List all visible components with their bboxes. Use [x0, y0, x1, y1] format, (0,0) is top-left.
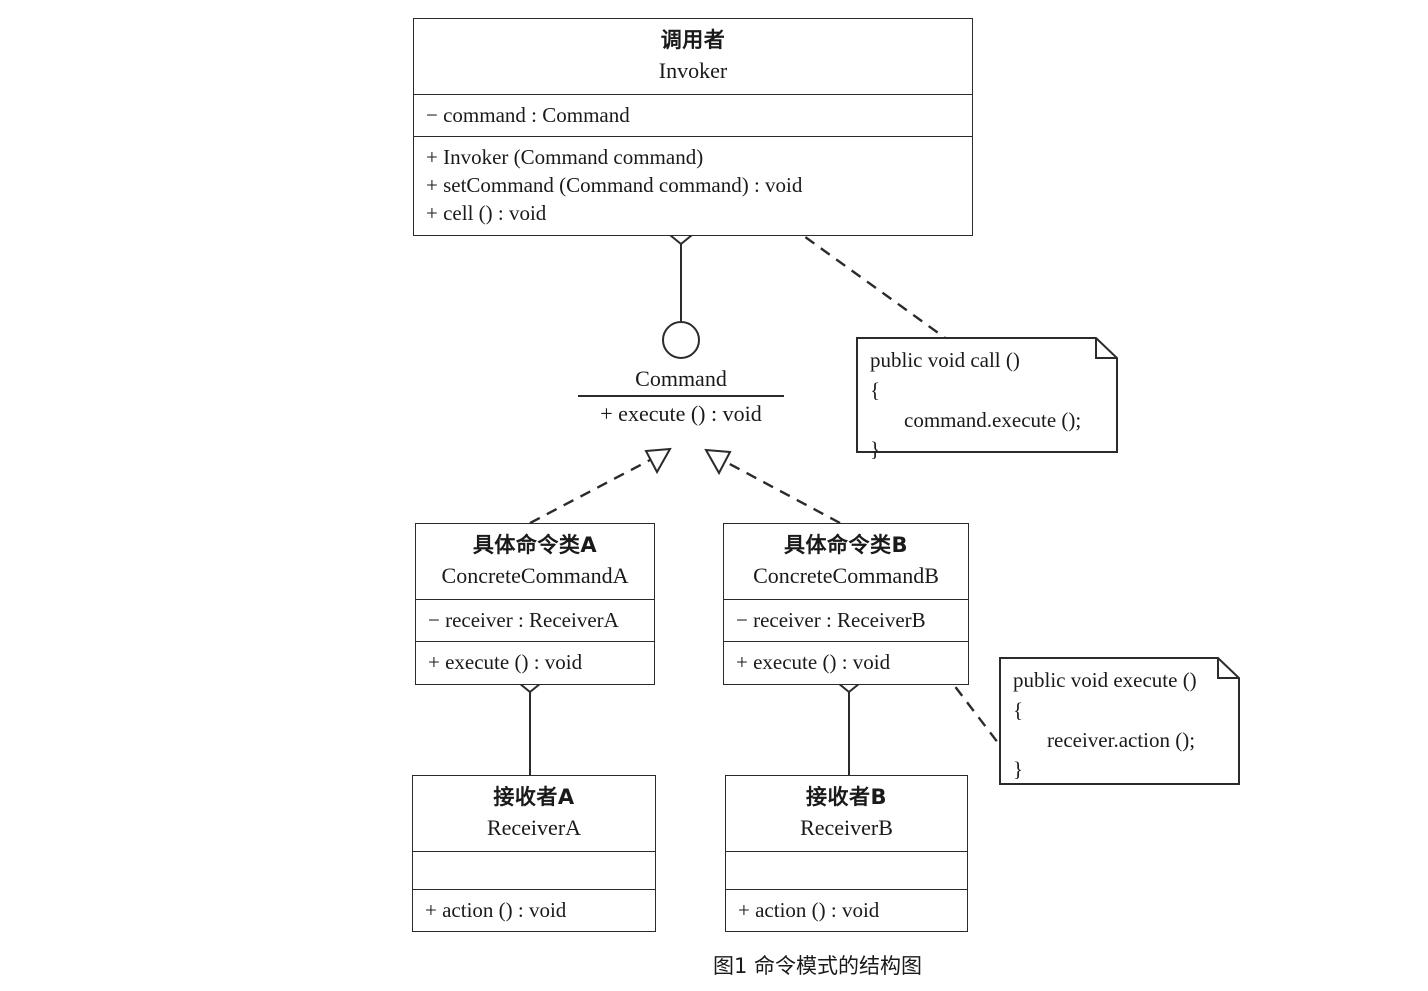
- class-concrete-command-b-name: 具体命令类B ConcreteCommandB: [724, 524, 968, 599]
- class-concrete-command-b-name-en: ConcreteCommandB: [753, 562, 939, 588]
- class-receiver-b[interactable]: 接收者B ReceiverB + action () : void: [725, 775, 968, 933]
- class-receiver-b-attributes: [726, 850, 967, 889]
- class-invoker-attributes: − command : Command: [414, 93, 972, 137]
- class-invoker-attribute: − command : Command: [426, 102, 630, 127]
- class-receiver-a[interactable]: 接收者A ReceiverA + action () : void: [412, 775, 656, 933]
- class-invoker-name-zh: 调用者: [660, 28, 726, 52]
- note-invoker-call-body: public void call () { command.execute ()…: [870, 346, 1104, 465]
- class-receiver-b-operations: + action () : void: [726, 888, 967, 932]
- relation-concrete-command-a-realizes-command: [529, 447, 672, 525]
- relation-concrete-command-a-aggregates-receiver-a: [517, 672, 543, 775]
- class-receiver-b-name: 接收者B ReceiverB: [726, 776, 967, 851]
- note-invoker-call[interactable]: public void call () { command.execute ()…: [856, 337, 1118, 461]
- class-concrete-command-a-name: 具体命令类A ConcreteCommandA: [416, 524, 654, 599]
- note-line: command.execute ();: [904, 407, 1082, 432]
- class-concrete-command-a[interactable]: 具体命令类A ConcreteCommandA − receiver : Rec…: [415, 523, 655, 686]
- class-invoker-operation: + cell () : void: [426, 200, 547, 225]
- class-concrete-command-b-operations: + execute () : void: [724, 641, 968, 684]
- interface-command-operation: + execute () : void: [600, 401, 762, 426]
- interface-command[interactable]: Command + execute () : void: [578, 366, 784, 427]
- class-invoker-operation: + Invoker (Command command): [426, 145, 704, 170]
- class-invoker[interactable]: 调用者 Invoker − command : Command + Invoke…: [413, 18, 973, 236]
- class-invoker-name-en: Invoker: [658, 57, 728, 83]
- note-line: public void call (): [870, 348, 1020, 372]
- note-line: public void execute (): [1013, 668, 1197, 692]
- note-line: {: [870, 377, 881, 402]
- relation-invoker-aggregates-command: [668, 224, 694, 321]
- class-concrete-command-a-attribute: − receiver : ReceiverA: [428, 607, 619, 632]
- command-interface-lollipop-icon: [662, 321, 700, 359]
- note-line: }: [1013, 757, 1024, 782]
- class-concrete-command-a-name-en: ConcreteCommandA: [441, 562, 629, 588]
- interface-command-name: Command: [578, 366, 784, 397]
- class-concrete-command-b-attribute: − receiver : ReceiverB: [736, 607, 926, 632]
- class-receiver-a-name-zh: 接收者A: [493, 785, 575, 809]
- class-receiver-a-name: 接收者A ReceiverA: [413, 776, 655, 851]
- note-line: }: [870, 437, 881, 462]
- class-invoker-operation: + setCommand (Command command) : void: [426, 173, 803, 198]
- class-receiver-a-attributes: [413, 850, 655, 889]
- note-line: receiver.action ();: [1047, 727, 1196, 752]
- relation-invoker-call-note-anchor: [789, 225, 949, 341]
- class-concrete-command-a-operation: + execute () : void: [428, 650, 583, 675]
- class-receiver-b-operation: + action () : void: [738, 897, 880, 922]
- class-receiver-a-operations: + action () : void: [413, 888, 655, 932]
- class-invoker-operations: + Invoker (Command command) + setCommand…: [414, 136, 972, 234]
- class-concrete-command-b-attributes: − receiver : ReceiverB: [724, 598, 968, 642]
- relation-concrete-command-b-aggregates-receiver-b: [836, 672, 862, 775]
- note-concrete-command-execute-body: public void execute () { receiver.action…: [1013, 666, 1226, 785]
- class-concrete-command-b[interactable]: 具体命令类B ConcreteCommandB − receiver : Rec…: [723, 523, 969, 686]
- class-receiver-a-name-en: ReceiverA: [486, 814, 582, 840]
- class-concrete-command-a-attributes: − receiver : ReceiverA: [416, 598, 654, 642]
- note-line: {: [1013, 697, 1024, 722]
- class-concrete-command-b-operation: + execute () : void: [736, 650, 891, 675]
- note-concrete-command-execute[interactable]: public void execute () { receiver.action…: [999, 657, 1240, 785]
- class-receiver-b-name-zh: 接收者B: [805, 785, 887, 809]
- class-receiver-b-name-en: ReceiverB: [800, 814, 893, 840]
- class-concrete-command-a-operations: + execute () : void: [416, 641, 654, 684]
- class-invoker-name: 调用者 Invoker: [414, 19, 972, 94]
- figure-caption: 图1 命令模式的结构图: [713, 954, 923, 978]
- class-receiver-a-operation: + action () : void: [425, 897, 567, 922]
- relation-concrete-command-b-realizes-command: [704, 448, 841, 525]
- class-concrete-command-b-name-zh: 具体命令类B: [783, 533, 908, 557]
- class-concrete-command-a-name-zh: 具体命令类A: [472, 533, 598, 557]
